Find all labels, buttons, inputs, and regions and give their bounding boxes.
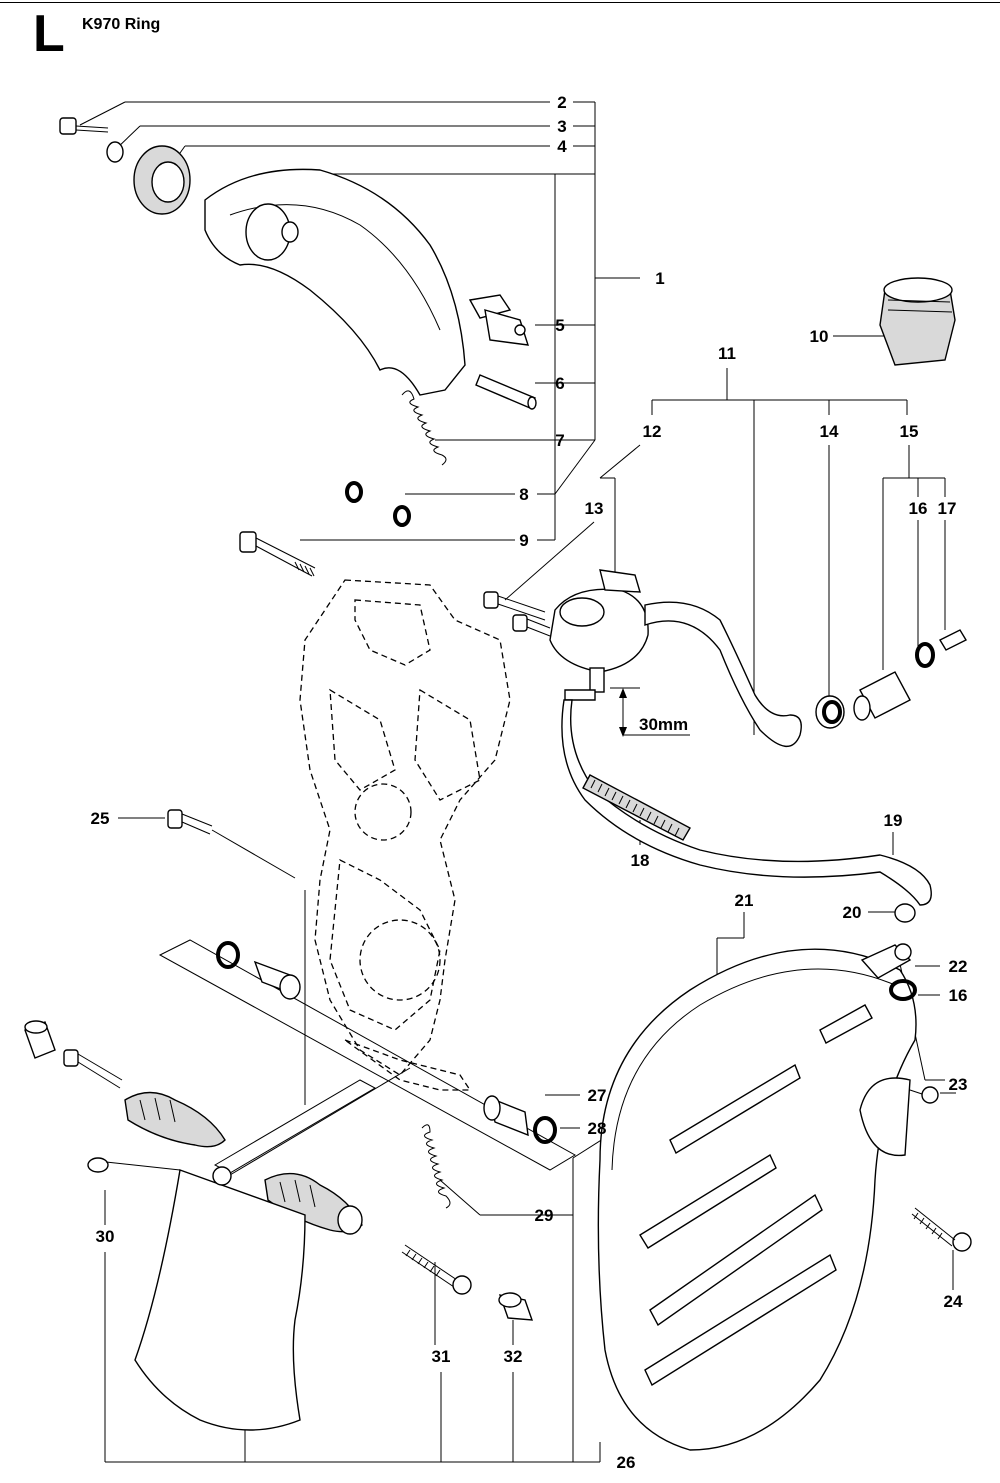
callout-20: 20	[843, 903, 862, 922]
page-title: K970 Ring	[82, 16, 161, 33]
callout-2: 2	[557, 93, 566, 112]
top-rule	[0, 2, 1000, 3]
callout-32: 32	[504, 1347, 523, 1366]
callout-5: 5	[555, 316, 564, 335]
callout-12: 12	[643, 422, 662, 441]
callout-25: 25	[91, 809, 110, 828]
callout-8: 8	[519, 485, 528, 504]
callout-13: 13	[585, 499, 604, 518]
water-hose-assembly	[483, 277, 967, 923]
callout-17: 17	[938, 499, 957, 518]
callout-29: 29	[535, 1206, 554, 1225]
callout-24: 24	[944, 1292, 963, 1311]
callout-28: 28	[588, 1119, 607, 1138]
cutter-arm-housing-outline	[299, 579, 511, 1091]
callout-27: 27	[588, 1086, 607, 1105]
callout-11: 11	[718, 344, 736, 363]
callout-14: 14	[820, 422, 839, 441]
callout-22: 22	[949, 957, 968, 976]
dimension-label: 30mm	[639, 715, 688, 734]
callout-23: 23	[949, 1075, 968, 1094]
callout-30: 30	[96, 1227, 115, 1246]
callout-10: 10	[810, 327, 829, 346]
callout-16-lower: 16	[949, 986, 968, 1005]
callout-7: 7	[555, 431, 564, 450]
callout-4: 4	[557, 137, 567, 156]
callout-31: 31	[432, 1347, 451, 1366]
blade-guard-assembly	[597, 943, 972, 1451]
lower-arm-assembly	[24, 809, 576, 1431]
callout-18: 18	[631, 851, 650, 870]
callout-26: 26	[617, 1453, 636, 1472]
callout-labels: 2 3 4 1 5 6 7 8 9 10 11 12 13 14 15 16 1…	[91, 93, 968, 1472]
callout-19: 19	[884, 811, 903, 830]
leader-lines	[79, 101, 956, 1463]
callout-3: 3	[557, 117, 566, 136]
callout-15: 15	[900, 422, 919, 441]
section-letter: L	[33, 5, 65, 63]
handle-assembly	[59, 117, 537, 577]
callout-1: 1	[655, 269, 664, 288]
callout-21: 21	[735, 891, 754, 910]
callout-9: 9	[519, 531, 528, 550]
callout-16-upper: 16	[909, 499, 928, 518]
callout-6: 6	[555, 374, 564, 393]
